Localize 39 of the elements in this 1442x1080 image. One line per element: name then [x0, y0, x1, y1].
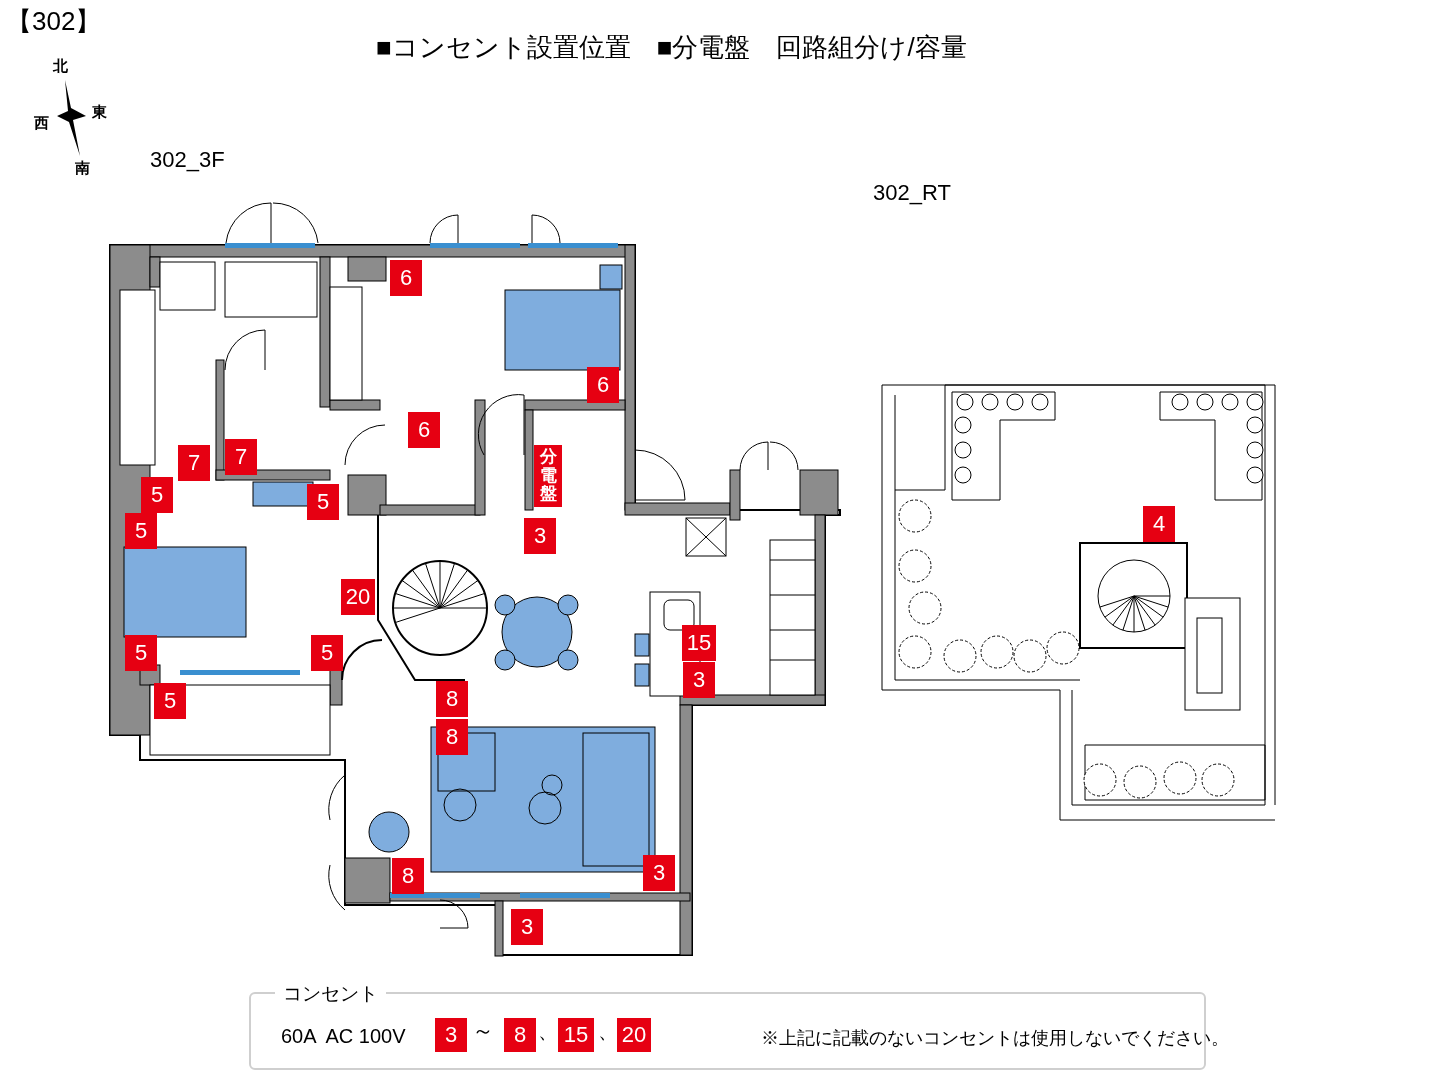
title: ■コンセント設置位置 ■分電盤 回路組分け/容量: [376, 31, 967, 64]
outlet-number-tag: 6: [390, 260, 422, 296]
outlet-number-tag: 20: [617, 1018, 651, 1052]
label-text: ～: [472, 1017, 494, 1045]
outlet-number-tag: 5: [141, 477, 173, 513]
label-text: 、: [538, 1019, 558, 1044]
label-text: 北: [53, 56, 68, 76]
outlet-number-tag: 6: [587, 367, 619, 403]
outlet-number-tag: 5: [154, 683, 186, 719]
outlet-number-tag: 5: [125, 513, 157, 549]
outlet-number-tag: 5: [311, 635, 343, 671]
outlet-number-tag: 5: [125, 635, 157, 671]
label-text: 、: [598, 1019, 618, 1044]
outlet-number-tag: 6: [408, 412, 440, 448]
outlet-number-tag: 7: [178, 445, 210, 481]
label-text: 302_RT: [873, 179, 951, 207]
outlet-number-tag: 3: [511, 909, 543, 945]
outlet-number-tag: 8: [436, 719, 468, 755]
label-text: 南: [75, 158, 90, 178]
outlet-number-tag: 3: [524, 518, 556, 554]
outlet-number-tag: 3: [683, 662, 715, 698]
outlet-number-tag: 3: [643, 855, 675, 891]
outlet-number-tag: 5: [307, 484, 339, 520]
outlet-number-tag: 8: [436, 681, 468, 717]
label-text: 東: [92, 102, 107, 122]
label-text: 西: [34, 113, 49, 133]
outlet-number-tag: 15: [558, 1018, 594, 1052]
outlet-number-tag: 4: [1143, 506, 1175, 542]
outlet-number-tag: 20: [341, 579, 375, 615]
outlet-number-tag: 3: [435, 1018, 467, 1052]
outlet-number-tag: 15: [682, 625, 716, 661]
label-text: 【302】: [6, 5, 102, 38]
outlet-number-tag: 分電盤: [534, 445, 562, 507]
note-text: ※上記に記載のないコンセントは使用しないでください。: [761, 1027, 1229, 1050]
outlet-number-tag: 7: [225, 439, 257, 475]
label-text: 302_3F: [150, 146, 225, 174]
legend-text: 60A AC 100V: [281, 1024, 406, 1049]
outlet-number-tag: 8: [504, 1018, 536, 1052]
outlet-number-tag: 8: [392, 858, 424, 894]
